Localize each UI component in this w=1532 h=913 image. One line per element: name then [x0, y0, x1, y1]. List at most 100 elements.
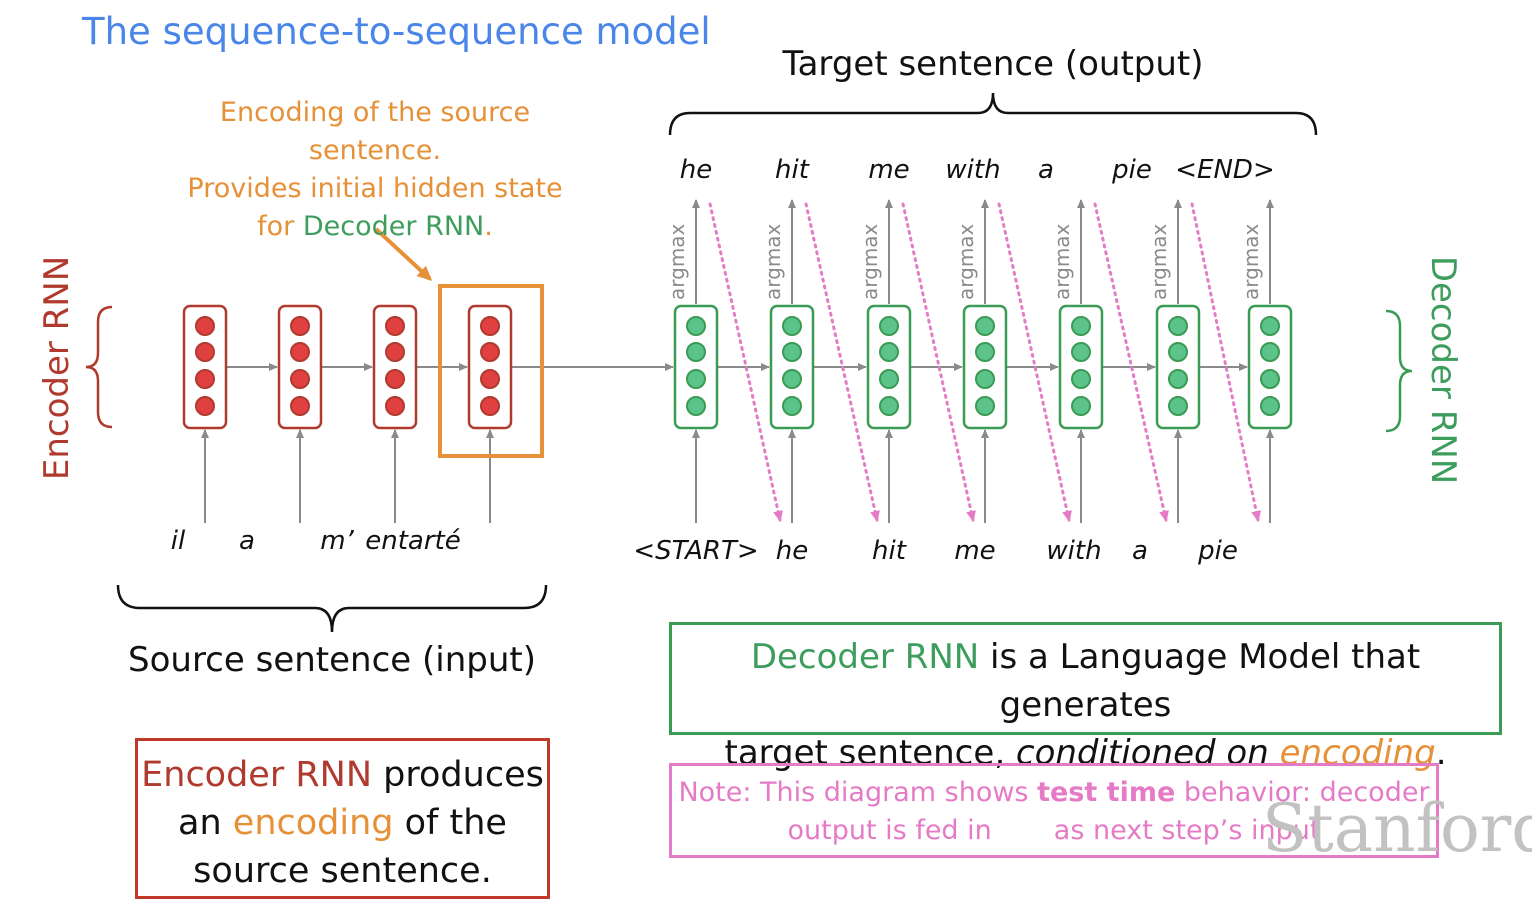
decoder-input-word: a: [1132, 536, 1148, 566]
neuron: [1071, 342, 1091, 362]
decoder-output-word: he: [679, 155, 713, 185]
argmax-label: argmax: [761, 223, 785, 300]
cell-frame: [769, 304, 815, 430]
stanford-watermark: Stanford: [1262, 790, 1532, 867]
cell-frame: [962, 304, 1008, 430]
neuron: [879, 396, 899, 416]
encoder-cell: [467, 304, 513, 430]
argmax-label: argmax: [858, 223, 882, 300]
neuron: [290, 342, 310, 362]
source-word: m’: [320, 526, 354, 556]
slide-title: The sequence-to-sequence model: [82, 10, 711, 53]
decoder-input-word: pie: [1198, 536, 1238, 566]
cell-frame: [1155, 304, 1201, 430]
encoder-explanation-box: Encoder RNN produces an encoding of the …: [135, 738, 550, 899]
encoder-cell: [277, 304, 323, 430]
neuron: [1071, 396, 1091, 416]
argmax-label: argmax: [954, 223, 978, 300]
neuron: [480, 342, 500, 362]
cell-frame: [673, 304, 719, 430]
test-time-note-box: Note: This diagram shows test time behav…: [669, 763, 1439, 858]
decoder-input-word: hit: [872, 536, 906, 566]
feedback-arrow: [804, 202, 880, 522]
neuron: [879, 316, 899, 336]
decoder-explanation-box: Decoder RNN is a Language Model that gen…: [669, 622, 1502, 773]
neuron: [385, 342, 405, 362]
encoder-cell: [182, 304, 228, 430]
neuron: [782, 316, 802, 336]
neuron: [1168, 396, 1188, 416]
decoder-output-word: with: [945, 155, 1001, 185]
neuron: [782, 396, 802, 416]
note-line1: Note: This diagram shows test time behav…: [678, 777, 1430, 808]
encoding-annotation-line2: Provides initial hidden state: [187, 173, 563, 204]
decoder-output-word: a: [1038, 155, 1054, 185]
encoding-highlight-box: [438, 284, 544, 458]
feedback-arrow: [997, 202, 1072, 522]
decoder-cell: [1247, 304, 1293, 430]
neuron: [290, 369, 310, 389]
decoder-input-word: with: [1046, 536, 1102, 566]
cell-frame: [372, 304, 418, 430]
decoder-curly-brace: [1385, 309, 1413, 433]
encoding-pointer-arrow: [374, 227, 433, 282]
neuron: [385, 369, 405, 389]
neuron: [195, 316, 215, 336]
decoder-input-word: he: [775, 536, 809, 566]
neuron: [1260, 396, 1280, 416]
neuron: [480, 396, 500, 416]
neuron: [686, 316, 706, 336]
neuron: [686, 342, 706, 362]
cell-frame: [866, 304, 912, 430]
neuron: [1260, 342, 1280, 362]
decoder-explanation-line2: target sentence, conditioned on encoding…: [724, 733, 1447, 773]
neuron: [1071, 316, 1091, 336]
source-sentence-brace: [116, 584, 548, 633]
cell-frame: [277, 304, 323, 430]
neuron: [195, 396, 215, 416]
decoder-output-word: pie: [1112, 155, 1152, 185]
neuron: [1260, 316, 1280, 336]
neuron: [975, 342, 995, 362]
decoder-explanation-line1: Decoder RNN is a Language Model that gen…: [750, 637, 1421, 725]
feedback-arrow: [901, 202, 976, 522]
decoder-input-word: <START>: [633, 536, 759, 566]
neuron: [195, 369, 215, 389]
feedback-arrow: [708, 202, 783, 522]
target-sentence-brace: [668, 92, 1318, 136]
argmax-label: argmax: [1050, 223, 1074, 300]
decoder-cell: [769, 304, 815, 430]
decoder-cell: [1155, 304, 1201, 430]
neuron: [879, 369, 899, 389]
neuron: [686, 369, 706, 389]
decoder-input-word: me: [954, 536, 996, 566]
neuron: [879, 342, 899, 362]
neuron: [1168, 316, 1188, 336]
encoder-explanation-line2: an encoding of the: [178, 803, 507, 843]
decoder-cell: [962, 304, 1008, 430]
neuron: [1168, 369, 1188, 389]
decoder-output-word: <END>: [1175, 155, 1275, 185]
source-word: a: [239, 526, 255, 556]
neuron: [385, 396, 405, 416]
decoder-cell: [1058, 304, 1104, 430]
encoding-annotation-line1: Encoding of the source sentence.: [219, 97, 531, 166]
neuron: [195, 342, 215, 362]
source-sentence-label: Source sentence (input): [128, 640, 536, 680]
target-sentence-label: Target sentence (output): [782, 44, 1204, 84]
decoder-cell: [673, 304, 719, 430]
neuron: [290, 316, 310, 336]
encoding-annotation: Encoding of the source sentence. Provide…: [150, 94, 600, 246]
source-word: il: [170, 526, 186, 556]
argmax-label: argmax: [665, 223, 689, 300]
decoder-rnn-label: Decoder RNN: [1423, 255, 1463, 485]
cell-frame: [1247, 304, 1293, 430]
neuron: [686, 396, 706, 416]
neuron: [480, 316, 500, 336]
decoder-output-word: hit: [775, 155, 809, 185]
neuron: [782, 369, 802, 389]
neuron: [480, 369, 500, 389]
neuron: [290, 396, 310, 416]
